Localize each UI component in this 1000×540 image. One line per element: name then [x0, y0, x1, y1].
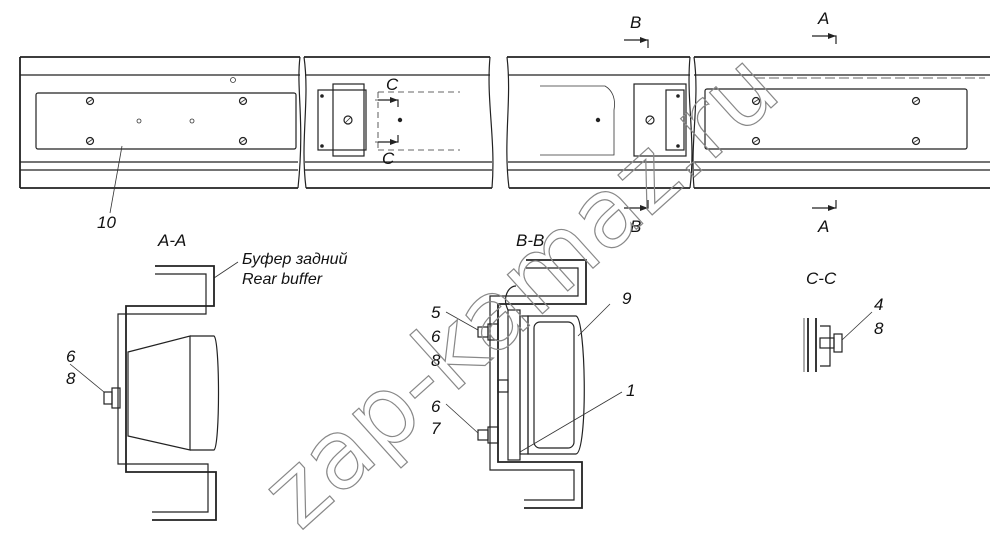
callout-7: 7	[431, 419, 441, 438]
section-c-c: C-C 4 8	[803, 269, 884, 372]
watermark-text: zap-kamaz.ru	[240, 30, 799, 540]
section-letter: A	[817, 9, 829, 28]
callout-6: 6	[431, 327, 441, 346]
callout-6: 6	[431, 397, 441, 416]
section-letter: A	[817, 217, 829, 236]
view-title-c-c: C-C	[806, 269, 837, 288]
section-marker-b-top: B	[624, 13, 649, 48]
section-b-b: B-B 5 6 8 6 7 9 1	[431, 231, 635, 509]
segment-2	[303, 56, 494, 189]
section-marker-a-top: A	[812, 9, 837, 44]
callout-9: 9	[622, 289, 632, 308]
bolt-row	[85, 77, 248, 146]
segment-1	[19, 56, 302, 189]
view-title-a-a: A-A	[157, 231, 186, 250]
section-marker-a-bottom: A	[812, 200, 837, 236]
callout-5: 5	[431, 303, 441, 322]
section-letter-c-bottom: C	[382, 149, 395, 168]
callout-8: 8	[874, 319, 884, 338]
buffer-label-ru: Буфер задний	[242, 251, 348, 268]
section-letter: B	[630, 13, 641, 32]
callout-8: 8	[431, 351, 441, 370]
callout-10: 10	[97, 213, 116, 232]
buffer-label-en: Rear buffer	[242, 271, 323, 288]
section-letter: B	[630, 217, 641, 236]
callout-4: 4	[874, 295, 883, 314]
section-marker-b-bottom: B	[624, 200, 649, 236]
segment-3	[506, 56, 693, 189]
section-a-a: A-A Буфер задний Rear buffer 6 8	[66, 231, 348, 521]
buffer-elevation: B A B A C C 10	[19, 9, 990, 236]
callout-6: 6	[66, 347, 76, 366]
view-title-b-b: B-B	[516, 231, 544, 250]
section-letter-c-top: C	[386, 75, 399, 94]
callout-1: 1	[626, 381, 635, 400]
callout-8: 8	[66, 369, 76, 388]
segment-4	[692, 56, 990, 189]
